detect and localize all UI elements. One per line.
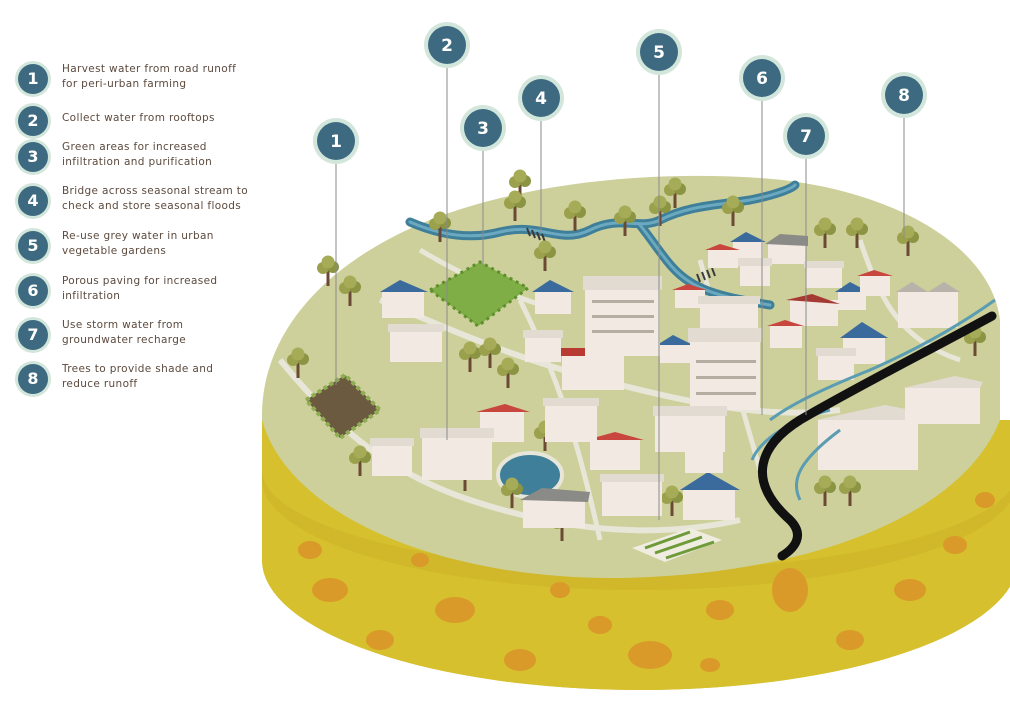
svg-text:7: 7 bbox=[800, 127, 812, 147]
apartment-2 bbox=[688, 328, 762, 410]
legend-text-1: Harvest water from road runoff for peri-… bbox=[62, 63, 237, 90]
svg-text:2: 2 bbox=[441, 36, 453, 56]
ground-surface bbox=[261, 175, 1000, 579]
svg-text:1: 1 bbox=[330, 132, 342, 152]
legend-badge-8: 8 bbox=[18, 364, 48, 394]
house-flat-2 bbox=[370, 438, 414, 476]
svg-text:3: 3 bbox=[477, 119, 489, 139]
house-flat-7 bbox=[804, 261, 844, 288]
highway bbox=[758, 311, 997, 561]
legend-item-8: 8 Trees to provide shade and reduce runo… bbox=[18, 362, 262, 394]
callout-lines bbox=[335, 66, 905, 520]
green-area bbox=[430, 262, 528, 326]
house-blue-3 bbox=[657, 335, 693, 363]
legend-badge-4: 4 bbox=[18, 186, 48, 216]
house-grey-roof-2 bbox=[765, 234, 808, 264]
legend-badge-2: 2 bbox=[18, 106, 48, 136]
legend-badge-1: 1 bbox=[18, 64, 48, 94]
factory bbox=[896, 282, 960, 328]
house-flat-6 bbox=[523, 330, 563, 362]
house-flat-5 bbox=[600, 474, 664, 516]
house-flat-4 bbox=[543, 398, 599, 442]
legend-item-6: 6 Porous paving for increased infiltrati… bbox=[18, 274, 262, 306]
legend-badge-6: 6 bbox=[18, 276, 48, 306]
house-red-2 bbox=[586, 432, 644, 470]
legend-text-5: Re-use grey water in urban vegetable gar… bbox=[62, 230, 214, 257]
house-flat-1 bbox=[388, 324, 444, 362]
legend-text-6: Porous paving for increased infiltration bbox=[62, 275, 218, 302]
legend-badge-5: 5 bbox=[18, 231, 48, 261]
apartment-1 bbox=[583, 276, 662, 356]
legend-item-7: 7 Use storm water from groundwater recha… bbox=[18, 318, 262, 350]
legend-item-3: 3 Green areas for increased infiltration… bbox=[18, 140, 262, 172]
callout-2: 2 bbox=[424, 22, 470, 68]
legend-badge-3: 3 bbox=[18, 142, 48, 172]
callout-4: 4 bbox=[518, 75, 564, 121]
legend-item-2: 2 Collect water from rooftops bbox=[18, 104, 262, 136]
callout-3: 3 bbox=[460, 105, 506, 151]
peri-urban-farm bbox=[306, 375, 380, 438]
svg-text:6: 6 bbox=[756, 69, 768, 89]
legend-text-4: Bridge across seasonal stream to check a… bbox=[62, 185, 249, 212]
house-red-7 bbox=[786, 294, 840, 326]
house-red-6 bbox=[857, 270, 893, 296]
house-flat-10 bbox=[653, 406, 727, 452]
callout-8: 8 bbox=[881, 72, 927, 118]
apartment-3 bbox=[698, 296, 760, 328]
svg-text:4: 4 bbox=[535, 89, 547, 109]
legend-badge-7: 7 bbox=[18, 320, 48, 350]
svg-text:8: 8 bbox=[898, 86, 910, 106]
house-red-8 bbox=[767, 320, 804, 348]
legend-item-4: 4 Bridge across seasonal stream to check… bbox=[18, 184, 262, 216]
callout-7: 7 bbox=[783, 113, 829, 159]
house-blue-2 bbox=[532, 280, 574, 314]
house-flat-8 bbox=[816, 348, 856, 380]
svg-text:5: 5 bbox=[653, 43, 665, 63]
house-flat-9 bbox=[738, 258, 772, 286]
legend-item-1: 1 Harvest water from road runoff for per… bbox=[18, 62, 262, 94]
house-red-5 bbox=[672, 284, 707, 308]
callout-5: 5 bbox=[636, 29, 682, 75]
house-blue-4 bbox=[730, 232, 766, 262]
callout-1: 1 bbox=[313, 118, 359, 164]
house-grey-roof bbox=[520, 488, 590, 528]
house-red-4 bbox=[705, 244, 740, 268]
legend-text-3: Green areas for increased infiltration a… bbox=[62, 141, 213, 168]
legend-text-8: Trees to provide shade and reduce runoff bbox=[62, 363, 214, 390]
legend-text-7: Use storm water from groundwater recharg… bbox=[62, 319, 187, 346]
callout-6: 6 bbox=[739, 55, 785, 101]
warehouse-2 bbox=[903, 376, 983, 424]
house-flat-3 bbox=[420, 428, 494, 480]
house-blue-1 bbox=[380, 280, 428, 318]
house-blue-7 bbox=[680, 472, 740, 520]
legend-item-5: 5 Re-use grey water in urban vegetable g… bbox=[18, 229, 262, 261]
buildings bbox=[370, 232, 983, 528]
warehouse-1 bbox=[816, 405, 922, 470]
legend-text-2: Collect water from rooftops bbox=[62, 112, 215, 124]
vegetable-garden bbox=[632, 528, 722, 562]
